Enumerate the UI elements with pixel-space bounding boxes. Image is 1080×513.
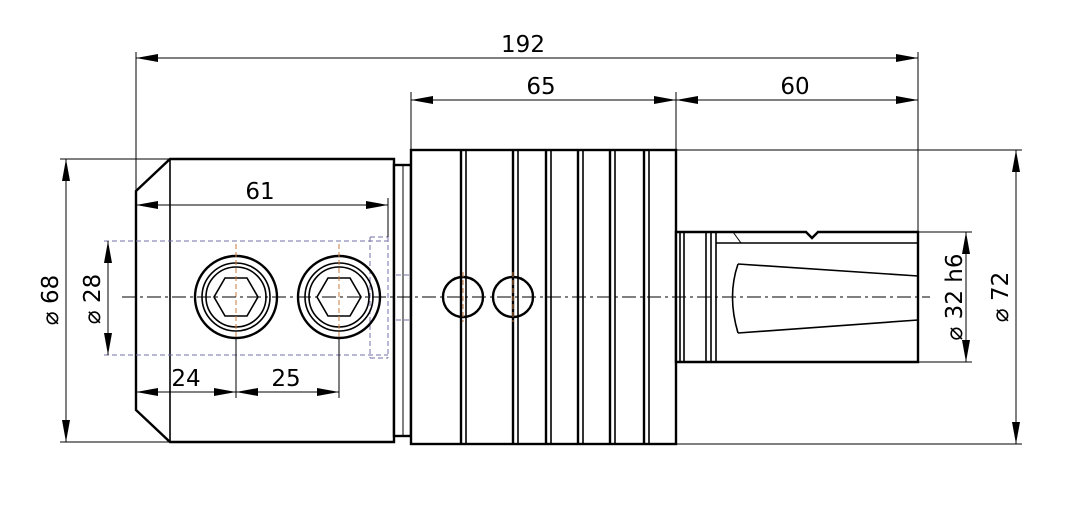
dim-label-overall-length: 192 [501,32,545,58]
dim-shank-length: 60 [676,74,918,104]
dim-label-dia-body: ⌀ 68 [38,275,64,325]
dim-dia-ring: ⌀ 72 [988,150,1020,444]
dim-label-clamp-ring-length: 65 [526,74,555,100]
dim-overall-length: 192 [136,32,918,62]
dim-label-dia-shank: ⌀ 32 h6 [942,254,968,341]
dim-label-dia-ring: ⌀ 72 [988,272,1014,322]
dim-dia-body: ⌀ 68 [38,159,70,442]
dim-clamp-ring-length: 65 [411,74,676,104]
dim-dia-shank: ⌀ 32 h6 [942,232,970,362]
dim-screw-positions: 24 25 [136,366,339,396]
dim-label-screw-pos-1: 24 [171,366,200,392]
neck [392,163,413,438]
bore-hidden-lines [104,236,411,359]
dim-bore-depth: 61 [136,179,388,209]
dim-dia-bore: ⌀ 28 [80,241,112,355]
dim-label-bore-depth: 61 [245,179,274,205]
dim-label-dia-bore: ⌀ 28 [80,274,106,324]
extension-lines [60,52,1022,445]
dim-label-shank-length: 60 [780,74,809,100]
dim-label-screw-pos-2: 25 [271,366,300,392]
